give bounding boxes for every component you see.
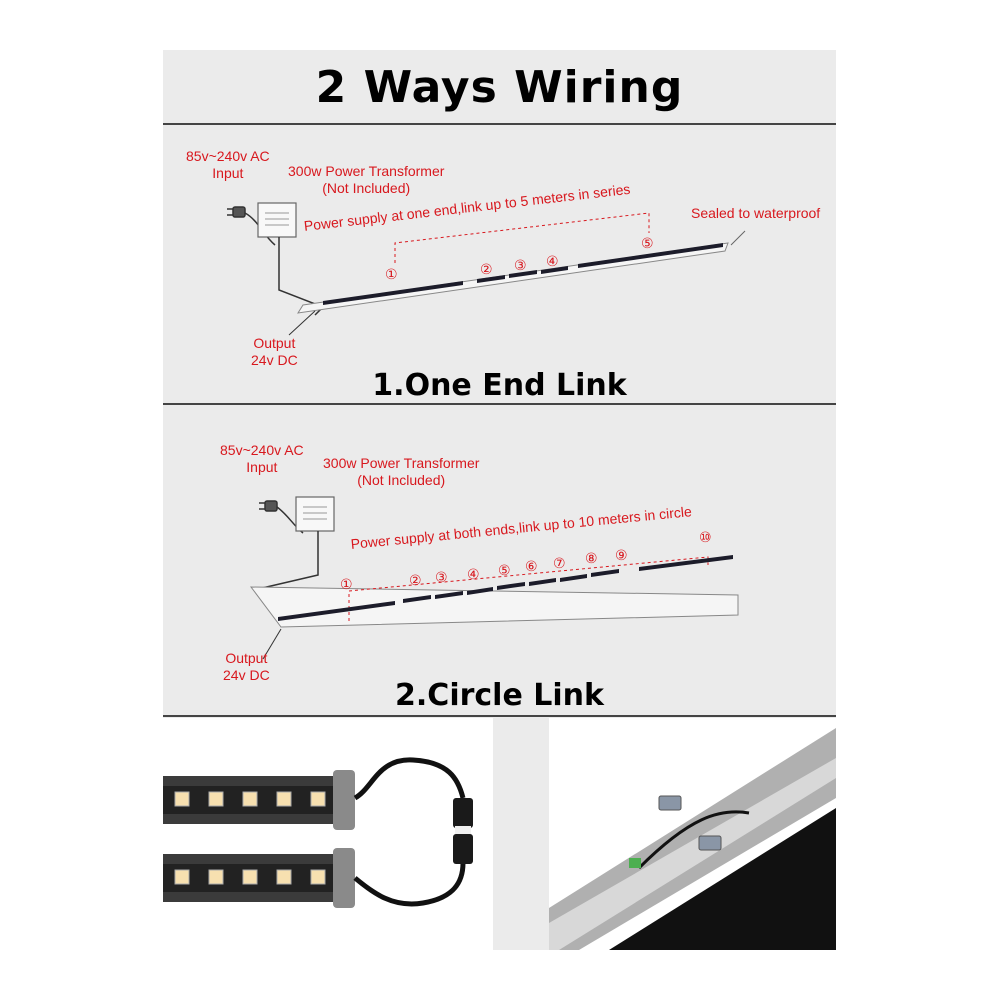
connector-male [453,798,473,828]
divider [163,123,836,125]
led-bars [323,243,723,305]
marker-3: ③ [514,257,527,273]
marker-2: ② [409,572,422,588]
marker-4: ④ [467,566,480,582]
marker-2: ② [480,261,493,277]
transformer-icon [257,202,297,238]
led-bar-top [163,770,355,830]
connector-seal [455,826,471,836]
plug-icon [259,500,278,512]
cable-top [353,757,466,801]
base-plate [249,586,739,628]
marker-8: ⑧ [585,550,598,566]
led-bars [278,555,733,621]
output-pointer [288,310,316,336]
led-bar-connector-image [163,757,473,908]
divider [163,403,836,405]
transformer-label-2: 300w Power Transformer (Not Included) [323,455,480,488]
wiring-diagram-sheet: 2 Ways Wiring [163,50,836,950]
ac-input-label-1: 85v~240v AC Input [186,148,270,181]
marker-5: ⑤ [641,235,654,251]
circle-link-title: 2.Circle Link [395,678,604,713]
divider [163,715,836,717]
marker-4: ④ [546,253,559,269]
output-pointer [262,628,282,660]
output-label-1: Output 24v DC [251,335,298,368]
marker-10: ⑩ [699,529,712,545]
transformer-icon [295,496,335,532]
output-cable [257,531,319,590]
span-leader [394,212,650,263]
terminal-block [629,858,641,868]
marker-7: ⑦ [553,555,566,571]
marker-6: ⑥ [525,558,538,574]
circle-link-diagram [249,496,739,660]
marker-5: ⑤ [498,562,511,578]
ac-input-label-2: 85v~240v AC Input [220,442,304,475]
one-end-link-title: 1.One End Link [372,368,627,403]
connector-photo [163,718,493,950]
mounting-photo [549,718,836,950]
connector-female [453,834,473,864]
span-leader [348,556,709,621]
transformer-label-1: 300w Power Transformer (Not Included) [288,163,445,196]
marker-1: ① [385,266,398,282]
one-end-link-diagram [227,202,746,336]
page-title: 2 Ways Wiring [315,62,684,113]
plug-icon [227,206,246,218]
marker-3: ③ [435,569,448,585]
mounting-clip-icon [658,795,722,851]
internal-cable [637,810,750,870]
mounting-clip-image [549,728,836,950]
marker-1: ① [340,576,353,592]
output-label-2: Output 24v DC [223,650,270,683]
marker-9: ⑨ [615,547,628,563]
output-cable [278,237,325,316]
sealed-label: Sealed to waterproof [691,205,821,221]
led-bar-bottom [163,848,355,908]
cable-bottom [353,862,466,907]
seal-pointer [730,230,746,246]
